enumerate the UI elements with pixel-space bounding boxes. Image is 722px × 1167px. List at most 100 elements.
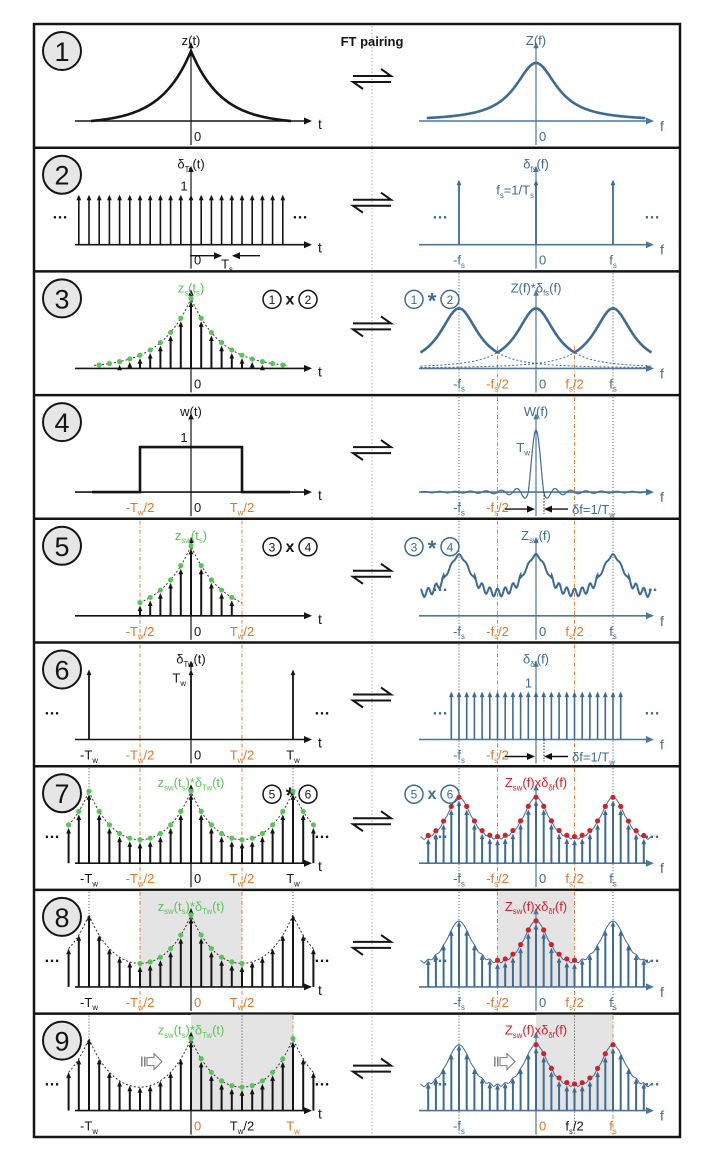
frequency-vertical-axis-arrow xyxy=(533,289,539,296)
sample-stem-arrowhead xyxy=(147,352,153,359)
sampling-impulse-arrowhead xyxy=(158,194,163,201)
spectrum-sample-stem-arrowhead xyxy=(456,921,462,927)
ellipsis-right: … xyxy=(642,578,658,595)
spectrum-sample-stem-arrowhead xyxy=(525,1053,531,1060)
ellipsis-left: … xyxy=(432,578,448,595)
spectrum-sample-stem-arrowhead xyxy=(556,1080,562,1087)
spectrum-dot xyxy=(625,818,632,824)
time-tick-label: -Tw xyxy=(80,995,98,1012)
sample-dot xyxy=(157,954,163,960)
sample-dot xyxy=(168,329,174,336)
time-tick-label-part: w xyxy=(137,756,144,765)
time-axis-label-part: t xyxy=(318,487,322,503)
sample-dot xyxy=(178,808,184,814)
time-axis-label: t xyxy=(318,240,322,256)
frequency-tick-label-part: s xyxy=(494,385,498,394)
frequency-tick-label-part: s xyxy=(461,261,465,270)
frequency-resolution-label: δf=1/Tw xyxy=(572,750,615,767)
time-tick-label: Tw/2 xyxy=(230,500,254,517)
time-signal-title-part: Tw xyxy=(202,1031,212,1040)
periodic-sample-stem-arrowhead xyxy=(107,1072,112,1078)
frequency-comb-impulse-arrowhead xyxy=(595,691,600,698)
spectrum-dot xyxy=(510,951,516,957)
spectrum-sample-stem-arrowhead xyxy=(464,1053,470,1060)
frequency-signal-title-part: (f)xδ xyxy=(522,1023,548,1038)
frequency-tick-label-part: 0 xyxy=(539,995,546,1010)
frequency-signal-title-part: (f) xyxy=(537,652,549,667)
step-badge xyxy=(42,896,82,937)
frequency-tick-label: 0 xyxy=(539,253,546,268)
frequency-tick-label: -fs xyxy=(453,1119,465,1136)
sample-dot xyxy=(239,1084,245,1090)
amplitude-label: Tw xyxy=(172,671,186,688)
sample-stem-arrowhead xyxy=(229,352,235,359)
spectrum-sample-stem-arrowhead xyxy=(633,954,639,961)
time-signal-title-part: Ts xyxy=(185,165,193,174)
frequency-tick-label: fs xyxy=(609,624,617,641)
spectrum-dot xyxy=(456,794,462,800)
spectrum-dot xyxy=(533,1042,539,1048)
ft-pair-arrow-backward xyxy=(349,204,391,214)
time-signal-title-part: sw xyxy=(164,783,174,792)
sampling-impulse-arrowhead xyxy=(76,194,82,201)
frequency-comb-impulse-arrowhead xyxy=(502,691,508,698)
frequency-comb-impulse-arrowhead xyxy=(564,691,570,698)
ellipsis-right: … xyxy=(314,702,330,719)
periodic-sample-stem-arrowhead xyxy=(76,1058,82,1065)
time-axis-arrow xyxy=(304,736,312,743)
spectrum-sample-stem-arrowhead xyxy=(525,809,531,815)
time-axis-label: t xyxy=(318,1106,322,1122)
frequency-signal-title-part: δ xyxy=(523,157,530,172)
frequency-signal-title: W(f) xyxy=(524,404,549,419)
spectrum-dot xyxy=(441,818,447,824)
ellipsis-left: … xyxy=(432,206,448,223)
frequency-axis-label-part: f xyxy=(660,984,664,1000)
frequency-tick-label-part: 0 xyxy=(539,129,546,144)
spectrum-sample-stem-arrowhead xyxy=(579,1085,585,1092)
spectrum-dot xyxy=(541,927,547,933)
frequency-tick-label-part: s xyxy=(613,261,617,270)
resolution-arrow-right xyxy=(527,505,535,513)
periodic-sample-stem-arrowhead xyxy=(300,1058,306,1065)
sample-dot xyxy=(117,359,123,365)
spectrum-sample-stem-arrowhead xyxy=(472,823,477,830)
time-signal-title: zs(ts) xyxy=(178,280,205,297)
ft-pair-arrow-forward xyxy=(353,810,395,820)
frequency-comb-impulse-arrowhead xyxy=(464,691,470,698)
frequency-tick-label: -fs/2 xyxy=(486,871,509,888)
shift-bar xyxy=(497,1056,499,1067)
periodic-sample-stem-arrowhead xyxy=(280,814,286,820)
spectrum-sample-stem-arrowhead xyxy=(525,932,531,939)
time-tick-label: 0 xyxy=(194,871,201,886)
time-signal-title: δTs(t) xyxy=(177,157,204,174)
sample-dot xyxy=(229,594,235,600)
spectrum-sample-stem-arrowhead xyxy=(533,923,539,930)
sampling-period-label: Ts xyxy=(221,257,233,274)
spectrum-sample-stem-arrowhead xyxy=(433,954,439,961)
frequency-axis-label-part: f xyxy=(660,1108,664,1124)
periodic-sample-stem-arrowhead xyxy=(260,1083,265,1090)
time-axis-label-part: t xyxy=(318,1106,322,1122)
frequency-axis-label: f xyxy=(660,365,664,381)
frequency-signal-title-part: sw xyxy=(513,1031,523,1040)
frequency-tick-label-part: s xyxy=(494,508,498,517)
operand-number: 6 xyxy=(447,788,454,802)
sample-dot xyxy=(117,830,123,837)
time-signal-title-part: (t) xyxy=(212,775,224,790)
sample-stem-arrowhead xyxy=(188,548,194,555)
sample-stem-arrowhead xyxy=(249,361,255,368)
sample-dot xyxy=(168,945,174,952)
time-signal-title-part: )*δ xyxy=(186,1023,203,1038)
spectrum-dot xyxy=(579,832,585,838)
ft-pairing-title: FT pairing xyxy=(341,34,404,49)
spectrum-dot xyxy=(564,832,570,838)
sample-stem-arrowhead xyxy=(137,358,143,364)
spectrum-dot xyxy=(425,832,431,839)
periodic-sample-stem-arrowhead xyxy=(290,914,296,921)
time-tick-label: Tw xyxy=(286,871,300,888)
time-tick-label: Tw xyxy=(286,748,300,765)
spectrum-dot xyxy=(525,803,531,809)
spectrum-dot xyxy=(518,941,524,948)
spectrum-sample-stem-arrowhead xyxy=(448,809,454,816)
